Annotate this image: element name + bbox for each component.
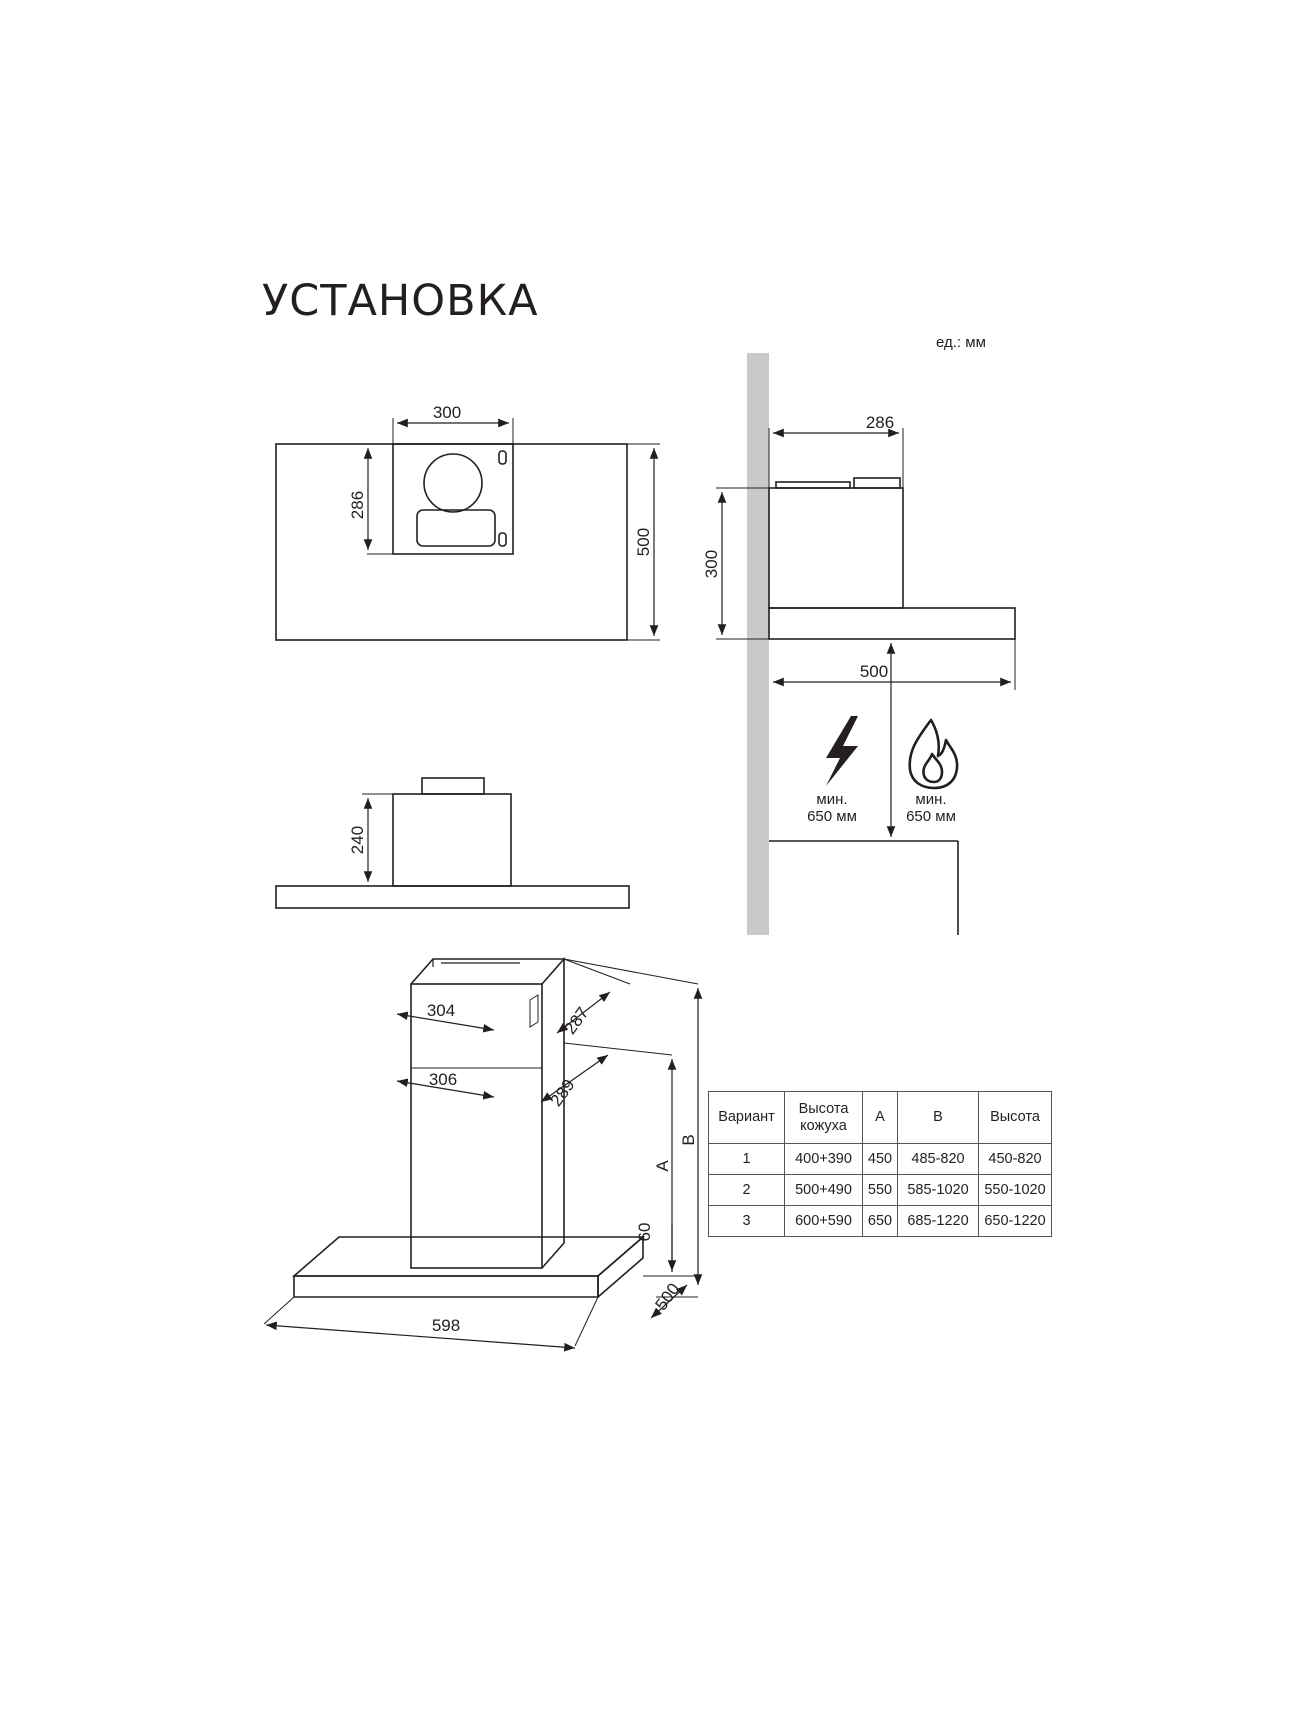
lightning-icon: [826, 716, 858, 786]
dim-side-hood-depth: 500: [860, 662, 888, 681]
dim-iso-lower-width: 306: [429, 1070, 457, 1089]
front-view-hood-panel: [275, 885, 630, 909]
table-cell: 400+390: [784, 1143, 863, 1175]
table-cell: 2: [708, 1174, 785, 1206]
dim-top-width: 300: [433, 403, 461, 422]
side-view-wall: [747, 353, 769, 935]
dim-line-iso-top-width: [396, 1011, 495, 1033]
side-view-hood: [768, 607, 1016, 640]
col-b: B: [897, 1091, 979, 1144]
iso-hood-side: [597, 1235, 644, 1299]
dim-top-hood-depth: 500: [634, 528, 653, 556]
table-cell: 450: [862, 1143, 898, 1175]
table-cell: 600+590: [784, 1205, 863, 1237]
table-cell: 485-820: [897, 1143, 979, 1175]
dim-iso-b: B: [679, 1134, 698, 1145]
dim-side-duct-depth: 286: [866, 413, 894, 432]
table-cell: 500+490: [784, 1174, 863, 1206]
front-view-duct: [392, 793, 512, 887]
top-view-outlet-circle: [423, 453, 483, 513]
col-variant: Вариант: [708, 1091, 785, 1144]
dim-iso-a: A: [653, 1160, 672, 1172]
iso-hood-front: [293, 1275, 599, 1298]
dim-line-iso-lower-depth: [540, 1054, 609, 1103]
dim-top-depth: 286: [348, 491, 367, 519]
table-cell: 450-820: [978, 1143, 1052, 1175]
side-view-duct-top-plate: [775, 481, 851, 489]
iso-vent-grille: [529, 994, 539, 1028]
spec-table-header: Вариант Высота кожуха A B Высота: [708, 1091, 1052, 1144]
iso-hood-top: [291, 1236, 646, 1277]
iso-chimney-side: [541, 956, 565, 1269]
col-height: Высота: [978, 1091, 1052, 1144]
page-title: УСТАНОВКА: [262, 276, 539, 326]
top-view-hole-top: [498, 450, 507, 465]
table-cell: 550-1020: [978, 1174, 1052, 1206]
clearance-gas-line1: мин.: [915, 791, 946, 808]
dim-iso-lower-depth: 289: [547, 1076, 579, 1110]
units-label: ед.: мм: [936, 334, 986, 351]
table-cell: 550: [862, 1174, 898, 1206]
table-cell: 650: [862, 1205, 898, 1237]
table-cell: 650-1220: [978, 1205, 1052, 1237]
front-view: [275, 777, 630, 909]
flame-icon: [908, 718, 959, 790]
dim-line-iso-lower-width: [396, 1078, 495, 1100]
top-view-hole-bottom: [498, 532, 507, 547]
side-view: [716, 353, 1016, 935]
table-cell: 1: [708, 1143, 785, 1175]
dim-line-iso-depth: [650, 1284, 688, 1319]
dim-iso-width: 598: [432, 1316, 460, 1335]
clearance-gas-line2: 650 мм: [906, 808, 956, 825]
side-view-duct: [768, 487, 904, 609]
clearance-electric-line1: мин.: [816, 791, 847, 808]
col-casing-height: Высота кожуха: [784, 1091, 863, 1144]
table-cell: 3: [708, 1205, 785, 1237]
top-view-hood-outline: [275, 443, 628, 641]
top-view-duct-outline: [392, 443, 514, 555]
dim-iso-top-width: 304: [427, 1001, 455, 1020]
dim-side-duct-height: 300: [702, 550, 721, 578]
front-view-outlet: [421, 777, 485, 795]
dim-iso-60: 60: [635, 1223, 654, 1242]
iso-chimney-front: [410, 983, 543, 1269]
dim-iso-depth: 500: [652, 1280, 684, 1314]
dim-front-height: 240: [348, 826, 367, 854]
top-view: [275, 418, 660, 641]
col-a: A: [862, 1091, 898, 1144]
table-cell: 685-1220: [897, 1205, 979, 1237]
dim-line-iso-width: [265, 1321, 576, 1352]
dim-line-iso-top-depth: [556, 991, 611, 1034]
table-cell: 585-1020: [897, 1174, 979, 1206]
side-view-outlet: [853, 477, 901, 489]
clearance-electric-line2: 650 мм: [807, 808, 857, 825]
isometric-view: [263, 956, 703, 1352]
top-view-filter-slot: [416, 509, 496, 547]
